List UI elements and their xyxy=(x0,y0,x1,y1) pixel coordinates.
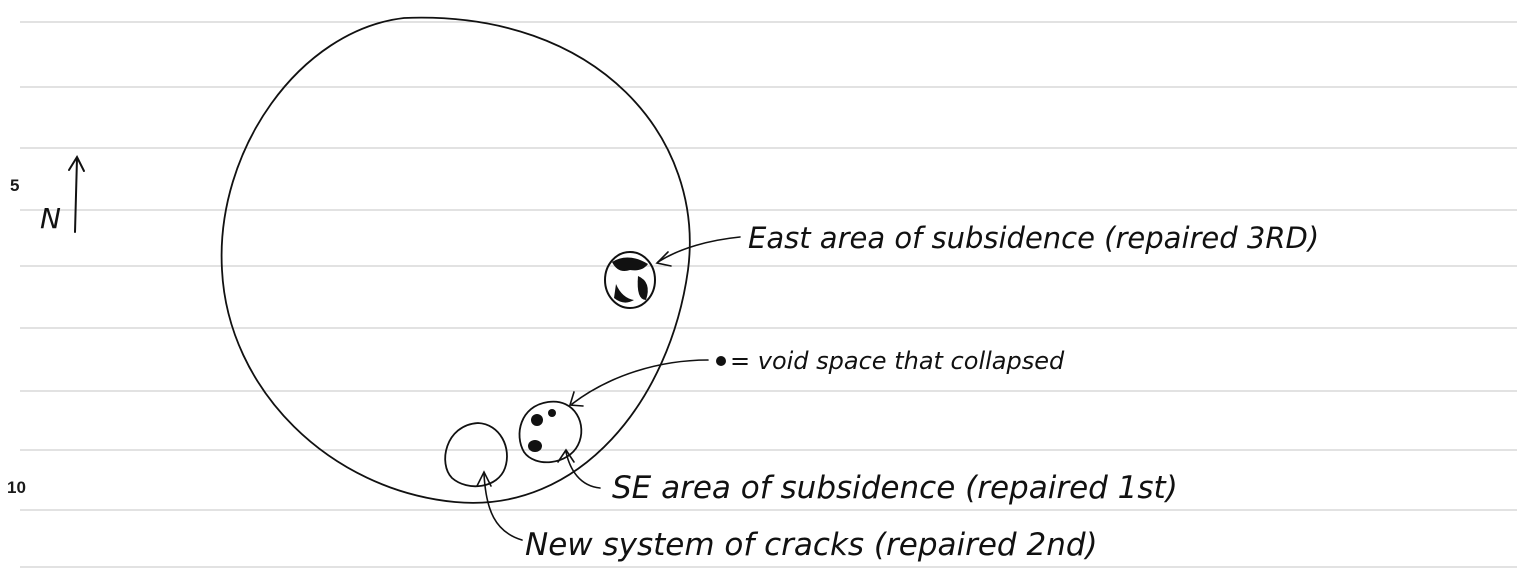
site-boundary-circle xyxy=(220,16,691,504)
void-legend-arrow xyxy=(568,359,709,407)
new-cracks-label: New system of cracks (repaired 2nd) xyxy=(525,527,1098,563)
void-legend-label: = void space that collapsed xyxy=(730,347,1065,375)
line-number-10: 10 xyxy=(7,478,26,497)
east-area-label: East area of subsidence (repaired 3RD) xyxy=(748,221,1319,255)
se-label-arrow xyxy=(557,448,601,489)
se-subsidence-area xyxy=(518,400,583,464)
new-cracks-circle xyxy=(444,422,508,488)
north-label: N xyxy=(40,202,61,235)
void-legend-dot xyxy=(716,356,726,366)
new-cracks-label-arrow xyxy=(476,470,523,541)
north-arrow-icon xyxy=(68,154,85,233)
se-area-label: SE area of subsidence (repaired 1st) xyxy=(612,470,1178,506)
east-subsidence-area xyxy=(604,251,656,309)
east-label-arrow xyxy=(655,236,741,267)
ruled-lines xyxy=(20,21,1517,568)
line-number-5: 5 xyxy=(10,176,20,195)
